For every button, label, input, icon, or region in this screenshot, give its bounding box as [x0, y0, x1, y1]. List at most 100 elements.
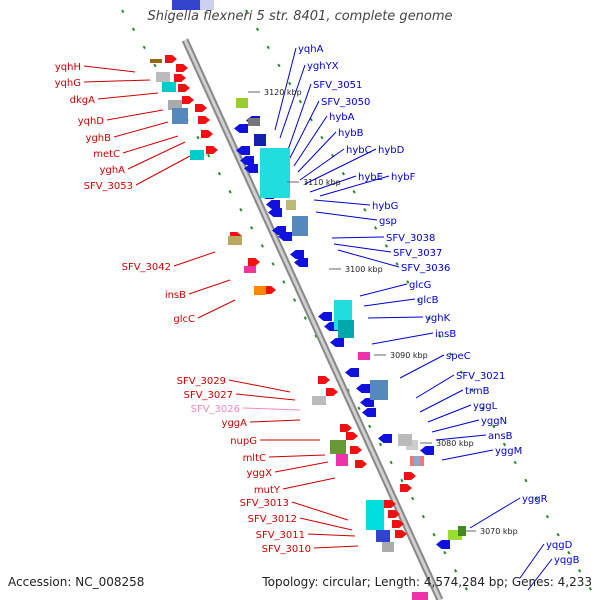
left-gene-label[interactable]: SFV_3029 [177, 376, 226, 387]
left-gene-label[interactable]: metC [93, 149, 120, 160]
callout-line [299, 517, 353, 531]
gene-block [190, 150, 204, 160]
right-gene-label[interactable]: SFV_3037 [393, 248, 442, 259]
right-gene-label[interactable]: SFV_3051 [313, 80, 362, 91]
right-gene-label[interactable]: SFV_3050 [321, 97, 370, 108]
right-gene-label[interactable]: hybD [378, 145, 405, 156]
callout-line [435, 434, 487, 441]
gene-block [244, 266, 256, 273]
scale-label: 3080 kbp [436, 439, 474, 448]
right-gene-label[interactable]: yqgD [546, 540, 573, 551]
right-gene-label[interactable]: yggM [495, 446, 522, 457]
callout-line [97, 92, 159, 100]
right-gene-label[interactable]: yqgB [554, 555, 580, 566]
callout-line [106, 109, 164, 121]
left-gene-label[interactable]: mltC [243, 453, 266, 464]
right-gene-label[interactable]: SFV_3021 [456, 371, 505, 382]
right-gene-label[interactable]: hybA [329, 112, 355, 123]
left-gene-label[interactable]: yqhH [55, 62, 81, 73]
left-gene-label[interactable]: SFV_3042 [122, 262, 171, 273]
gene-arrow [234, 124, 248, 133]
right-gene-label[interactable]: glcB [417, 295, 439, 306]
left-gene-label[interactable]: yqhD [78, 116, 105, 127]
left-gene-label[interactable]: nupG [230, 436, 257, 447]
left-gene-label[interactable]: yghA [100, 165, 126, 176]
callout-line [113, 121, 169, 138]
callout-line [173, 251, 216, 267]
gene-block [376, 530, 390, 542]
right-gene-label[interactable]: yggN [481, 416, 507, 427]
callout-line [188, 279, 231, 295]
left-gene-label[interactable]: SFV_3011 [256, 530, 305, 541]
right-gene-label[interactable]: hybC [346, 145, 372, 156]
left-gene-label[interactable]: insB [165, 290, 186, 301]
left-gene-label[interactable]: SFV_3012 [248, 514, 297, 525]
left-gene-label[interactable]: mutY [254, 485, 281, 496]
right-gene-label[interactable]: yggL [473, 401, 498, 412]
left-gene-label[interactable]: glcC [173, 314, 195, 325]
right-gene-label[interactable]: hybE [358, 172, 383, 183]
gene-arrow [272, 226, 286, 235]
callout-line [441, 449, 494, 461]
callout-line [289, 100, 320, 159]
gene-arrow [388, 510, 400, 518]
genome-summary: Topology: circular; Length: 4,574,284 bp… [262, 575, 592, 589]
right-gene-label[interactable]: hybG [372, 201, 398, 212]
callout-line [363, 298, 416, 307]
outer-right-track [245, 9, 595, 596]
gene-arrow [248, 258, 260, 266]
gene-block [254, 134, 266, 146]
callout-line [242, 407, 301, 411]
gene-arrow [206, 146, 218, 154]
right-gene-label[interactable]: yqhA [298, 44, 324, 55]
left-gene-label[interactable]: yggX [247, 468, 273, 479]
gene-arrow [346, 432, 358, 440]
gene-arrow [244, 164, 258, 173]
callout-line [268, 454, 326, 458]
gene-arrow [318, 376, 330, 384]
left-gene-label[interactable]: SFV_3010 [262, 544, 311, 555]
left-gene-label[interactable]: dkgA [70, 95, 95, 106]
callout-line [399, 354, 445, 379]
left-gene-label[interactable]: yggA [222, 418, 248, 429]
gene-arrow [356, 384, 370, 393]
gene-arrow [345, 368, 359, 377]
right-gene-label[interactable]: hybB [338, 128, 364, 139]
left-gene-label[interactable]: yqhG [55, 78, 81, 89]
genome-title: Shigella flexneri 5 str. 8401, complete … [147, 9, 453, 24]
right-gene-label[interactable]: yggR [522, 494, 548, 505]
callout-line [319, 175, 390, 197]
right-gene-label[interactable]: gsp [379, 216, 397, 227]
gene-arrow [395, 530, 407, 538]
right-gene-label[interactable]: yghYX [307, 61, 339, 72]
gene-block [156, 72, 170, 82]
callout-line [274, 461, 329, 473]
left-gene-label[interactable]: SFV_3053 [84, 181, 133, 192]
right-gene-label[interactable]: speC [446, 351, 471, 362]
callout-line [228, 379, 291, 393]
gene-arrow [198, 116, 210, 124]
callout-line [249, 419, 301, 423]
callout-line [279, 64, 306, 139]
right-gene-label[interactable]: trmB [465, 386, 490, 397]
right-gene-label[interactable]: glcG [409, 280, 431, 291]
gene-arrow [264, 286, 276, 294]
callout-line [419, 389, 464, 413]
right-gene-label[interactable]: yghK [425, 313, 451, 324]
right-gene-label[interactable]: hybF [391, 172, 416, 183]
right-gene-label[interactable]: insB [435, 329, 456, 340]
callout-line [371, 332, 434, 345]
right-gene-label[interactable]: ansB [488, 431, 513, 442]
callout-line [431, 419, 480, 433]
scale-label: 3090 kbp [390, 351, 428, 360]
gene-arrow [355, 460, 367, 468]
left-gene-label[interactable]: SFV_3013 [240, 498, 289, 509]
left-gene-label[interactable]: yghB [86, 133, 112, 144]
right-gene-label[interactable]: SFV_3036 [401, 263, 450, 274]
right-gene-label[interactable]: SFV_3038 [386, 233, 435, 244]
gene-arrow [362, 408, 376, 417]
gene-arrow [294, 258, 308, 267]
left-gene-label[interactable]: SFV_3027 [184, 390, 233, 401]
gene-arrow [174, 74, 186, 82]
left-gene-label[interactable]: SFV_3026 [191, 404, 240, 415]
